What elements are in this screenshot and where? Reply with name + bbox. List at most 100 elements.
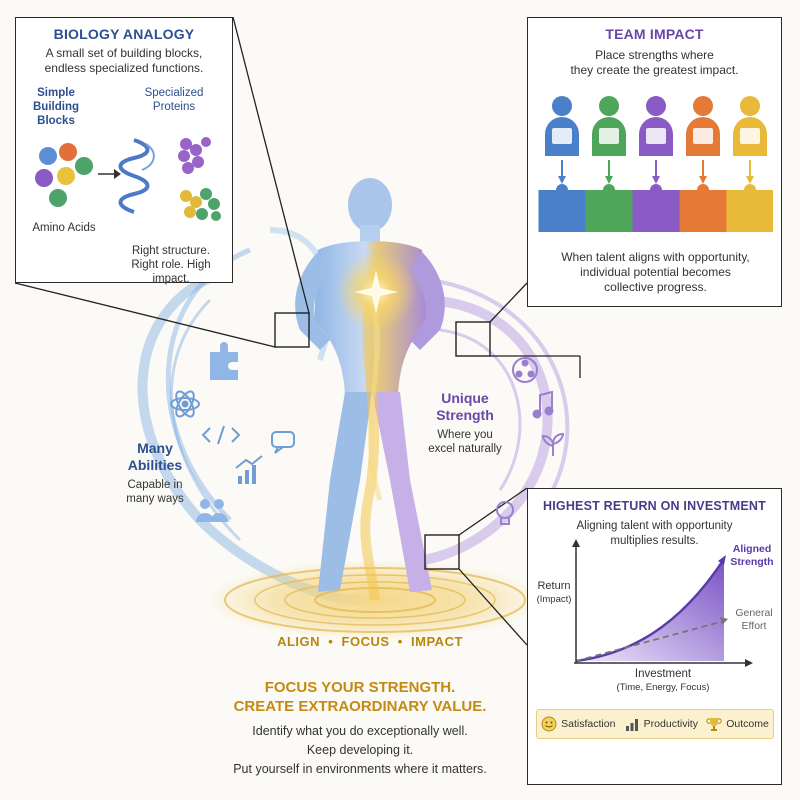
unique-desc-line: Where you xyxy=(437,429,493,441)
puzzle-icon xyxy=(210,342,238,380)
growth-chart-icon xyxy=(235,455,263,484)
puzzle-piece xyxy=(632,184,686,232)
series-line: Aligned xyxy=(732,543,772,555)
legend-label: Outcome xyxy=(726,718,769,730)
many-abilities-block: Many Abilities Capable in many ways xyxy=(115,440,195,506)
biology-subtitle: A small set of building blocks, endless … xyxy=(16,46,232,76)
left-floating-icons xyxy=(170,342,295,522)
y-axis-arrow-icon xyxy=(572,539,580,547)
align-focus-impact-text: ALIGN • FOCUS • IMPACT xyxy=(277,634,463,649)
connector-lines xyxy=(14,16,581,646)
plant-icon xyxy=(541,432,565,456)
aligned-strength-curve xyxy=(575,558,726,663)
down-arrow-icon xyxy=(558,160,566,184)
down-arrow-icon xyxy=(652,160,660,184)
puzzle-piece xyxy=(726,184,773,232)
footer-line: Right structure. xyxy=(132,245,210,257)
biology-footer: Right structure. Right role. High impact… xyxy=(116,244,226,286)
simple-building-blocks-label: Simple Building Blocks xyxy=(24,86,88,128)
specialized-proteins-label: Specialized Proteins xyxy=(134,86,214,114)
biology-title: BIOLOGY ANALOGY xyxy=(53,26,195,42)
series-line: Strength xyxy=(730,556,774,568)
legend-item-satisfaction: Satisfaction xyxy=(541,716,615,732)
many-title-line: Abilities xyxy=(127,457,183,473)
amino-acid-sphere xyxy=(49,189,67,207)
x-axis-label: Investment (Time, Energy, Focus) xyxy=(588,667,738,695)
zoom-square-left xyxy=(274,312,310,348)
amino-acid-sphere xyxy=(39,147,57,165)
plant-icon xyxy=(599,128,619,144)
label-line: Specialized xyxy=(144,87,204,99)
palette-icon xyxy=(646,128,666,144)
aligned-strength-area xyxy=(576,559,724,661)
amino-acid-sphere xyxy=(57,167,75,185)
series-line: General xyxy=(735,607,773,619)
label-line: Blocks xyxy=(37,115,75,127)
code-icon xyxy=(552,128,572,144)
roi-subtitle-line: multiplies results. xyxy=(610,535,699,547)
zoom-square-right xyxy=(455,321,491,357)
down-arrow-icon xyxy=(605,160,613,184)
legend-item-productivity: Productivity xyxy=(624,716,698,732)
puzzle-piece xyxy=(679,184,733,232)
amino-acid-sphere xyxy=(75,157,93,175)
people-icon xyxy=(196,499,228,522)
team-member-icon xyxy=(592,96,626,156)
aligned-arrow-icon xyxy=(718,555,726,565)
y-label: Return xyxy=(537,580,571,592)
arrow-head-icon xyxy=(114,169,121,179)
roi-subtitle: Aligning talent with opportunity multipl… xyxy=(528,519,781,549)
roi-legend: Satisfaction Productivity Outcome xyxy=(536,709,774,739)
series-line: Effort xyxy=(741,620,767,632)
film-reel-icon xyxy=(512,357,538,383)
team-member-icon xyxy=(639,96,673,156)
unique-title-line: Unique xyxy=(441,390,489,406)
label-line: Building xyxy=(33,101,79,113)
down-arrow-icon xyxy=(746,160,754,184)
amino-acid-sphere xyxy=(35,169,53,187)
unique-desc-line: excel naturally xyxy=(428,443,502,455)
footer-line: individual potential becomes xyxy=(580,265,731,279)
star-icon xyxy=(354,270,398,314)
team-subtitle-line: they create the greatest impact. xyxy=(570,63,739,77)
legend-item-outcome: Outcome xyxy=(706,716,769,732)
protein-cluster-green-yellow-icon xyxy=(180,188,221,221)
legend-label: Productivity xyxy=(643,718,698,730)
legend-label: Satisfaction xyxy=(561,718,616,730)
code-icon xyxy=(201,425,241,445)
y-sub: (Impact) xyxy=(536,594,572,605)
down-arrow-icon xyxy=(699,160,707,184)
trophy-icon xyxy=(706,718,722,731)
biology-analogy-panel: BIOLOGY ANALOGY A small set of building … xyxy=(15,17,233,286)
team-illustration xyxy=(538,96,773,232)
general-effort-line xyxy=(575,620,725,662)
chat-icon xyxy=(271,431,295,454)
biology-subtitle-line: A small set of building blocks, xyxy=(45,46,203,60)
y-axis-label: Return (Impact) xyxy=(532,579,576,607)
amino-acids-label: Amino Acids xyxy=(32,222,96,234)
roi-chart xyxy=(572,539,753,667)
unique-strength-block: Unique Strength Where you excel naturall… xyxy=(420,390,510,456)
amino-acid-spheres xyxy=(35,143,93,207)
many-title-line: Many xyxy=(137,440,173,456)
bar-chart-icon xyxy=(625,719,638,731)
protein-cluster-purple-icon xyxy=(178,137,211,174)
general-effort-label: General Effort xyxy=(728,607,780,633)
human-figure xyxy=(295,178,445,601)
music-note-icon xyxy=(532,390,554,419)
footer-line: Right role. High impact. xyxy=(131,259,211,285)
zoom-square-bottom xyxy=(424,534,460,570)
general-arrow-icon xyxy=(720,617,728,625)
body-text: Identify what you do exceptionally well.… xyxy=(170,722,550,779)
aligned-strength-label: Aligned Strength xyxy=(724,543,780,569)
puzzle-piece xyxy=(585,184,639,232)
puzzle-piece xyxy=(538,184,592,232)
x-label: Investment xyxy=(634,668,692,680)
smiley-icon xyxy=(541,716,557,732)
people-icon xyxy=(740,128,760,144)
purple-swirls xyxy=(419,278,570,565)
chart-icon xyxy=(693,128,713,144)
label-line: Simple xyxy=(37,87,75,99)
footer-line: When talent aligns with opportunity, xyxy=(561,250,750,264)
